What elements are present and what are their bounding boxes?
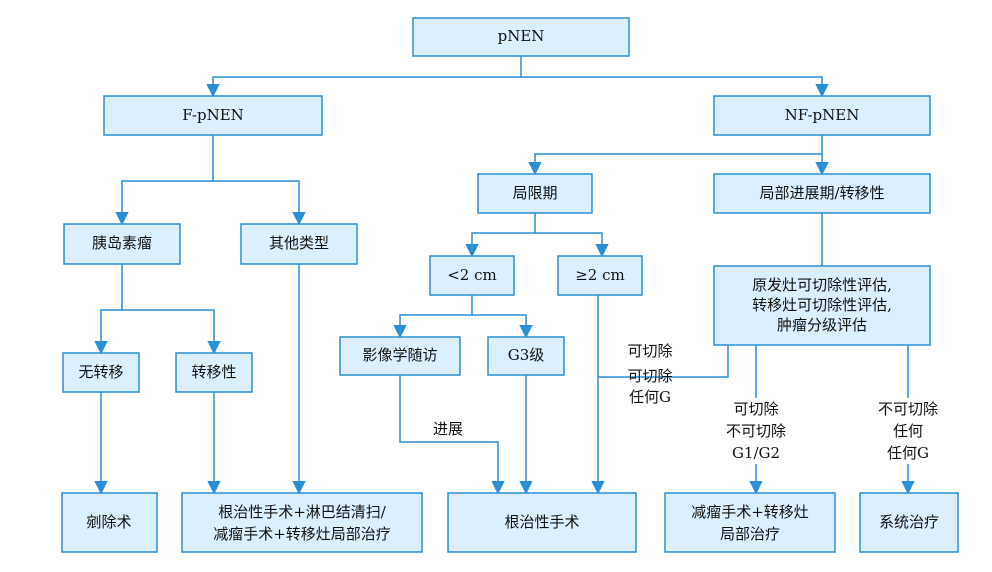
- node-enucleation: 剜除术: [61, 492, 158, 553]
- node-debulking: 减瘤手术+转移灶 局部治疗: [664, 492, 836, 553]
- node-label: F-pNEN: [182, 106, 244, 124]
- node-label: ≥2 cm: [575, 266, 625, 284]
- node-insulinoma: 胰岛素瘤: [63, 223, 181, 265]
- edge-label-line: 不可切除: [726, 422, 786, 440]
- edge-label-line: 任何G: [629, 388, 671, 406]
- edge-label-line: 任何: [893, 422, 923, 440]
- edge-label-resectable-any: 可切除 可切除 任何G: [627, 342, 672, 406]
- node-lt-2cm: <2 cm: [429, 255, 515, 296]
- edge-label-line: 可切除: [733, 400, 778, 418]
- node-label: <2 cm: [447, 266, 497, 284]
- node-label-line: 局部治疗: [720, 525, 780, 543]
- node-label: 转移性: [191, 363, 236, 381]
- node-ge-2cm: ≥2 cm: [557, 255, 643, 296]
- node-label-line: 减瘤手术+转移灶: [691, 503, 809, 521]
- node-label-line: 转移灶可切除性评估,: [752, 296, 892, 314]
- node-systemic: 系统治疗: [859, 492, 959, 553]
- node-imaging-followup: 影像学随访: [339, 336, 461, 376]
- edge-label-line: 任何G: [887, 444, 929, 462]
- node-label-line: 肿瘤分级评估: [777, 316, 867, 334]
- node-advanced: 局部进展期/转移性: [713, 173, 931, 214]
- node-label: 局限期: [512, 184, 557, 202]
- node-pnen: pNEN: [412, 17, 630, 57]
- node-no-metastasis: 无转移: [62, 352, 140, 393]
- node-radical: 根治性手术: [447, 492, 637, 553]
- node-label: 根治性手术: [504, 513, 579, 531]
- edge-label-line: 可切除: [627, 367, 672, 385]
- node-f-pnen: F-pNEN: [103, 95, 323, 136]
- node-label-line: 根治性手术+淋巴结清扫/: [218, 503, 387, 521]
- edge-label-resectable-g1g2: 可切除 不可切除 G1/G2: [726, 398, 787, 464]
- edge-label-line: 可切除: [627, 342, 672, 360]
- node-label: 胰岛素瘤: [92, 234, 152, 252]
- node-label: 无转移: [78, 363, 123, 381]
- node-nf-pnen: NF-pNEN: [713, 95, 931, 136]
- node-label: NF-pNEN: [785, 106, 860, 124]
- node-localized: 局限期: [477, 173, 593, 214]
- edge-label-line: G1/G2: [732, 444, 780, 462]
- node-label: 局部进展期/转移性: [759, 184, 884, 202]
- node-label: 系统治疗: [879, 513, 939, 531]
- node-g3: G3级: [487, 336, 565, 376]
- edge-label-line: 不可切除: [878, 400, 938, 418]
- node-assessment: 原发灶可切除性评估, 转移灶可切除性评估, 肿瘤分级评估: [713, 265, 931, 346]
- node-label-line: 减瘤手术+转移灶局部治疗: [213, 525, 391, 543]
- node-label-line: 原发灶可切除性评估,: [752, 276, 892, 294]
- node-other-types: 其他类型: [240, 223, 358, 265]
- connectors: [94, 56, 915, 495]
- node-label: G3级: [508, 346, 545, 364]
- node-label: 影像学随访: [362, 346, 437, 364]
- edge-label-progression: 进展: [433, 420, 463, 438]
- node-label: 剜除术: [86, 513, 131, 531]
- node-label: pNEN: [498, 27, 545, 45]
- node-metastatic: 转移性: [175, 352, 253, 393]
- node-radical-lymph: 根治性手术+淋巴结清扫/ 减瘤手术+转移灶局部治疗: [181, 492, 423, 553]
- edge-label-unresectable-any: 不可切除 任何 任何G: [872, 398, 944, 464]
- node-label: 其他类型: [269, 234, 329, 252]
